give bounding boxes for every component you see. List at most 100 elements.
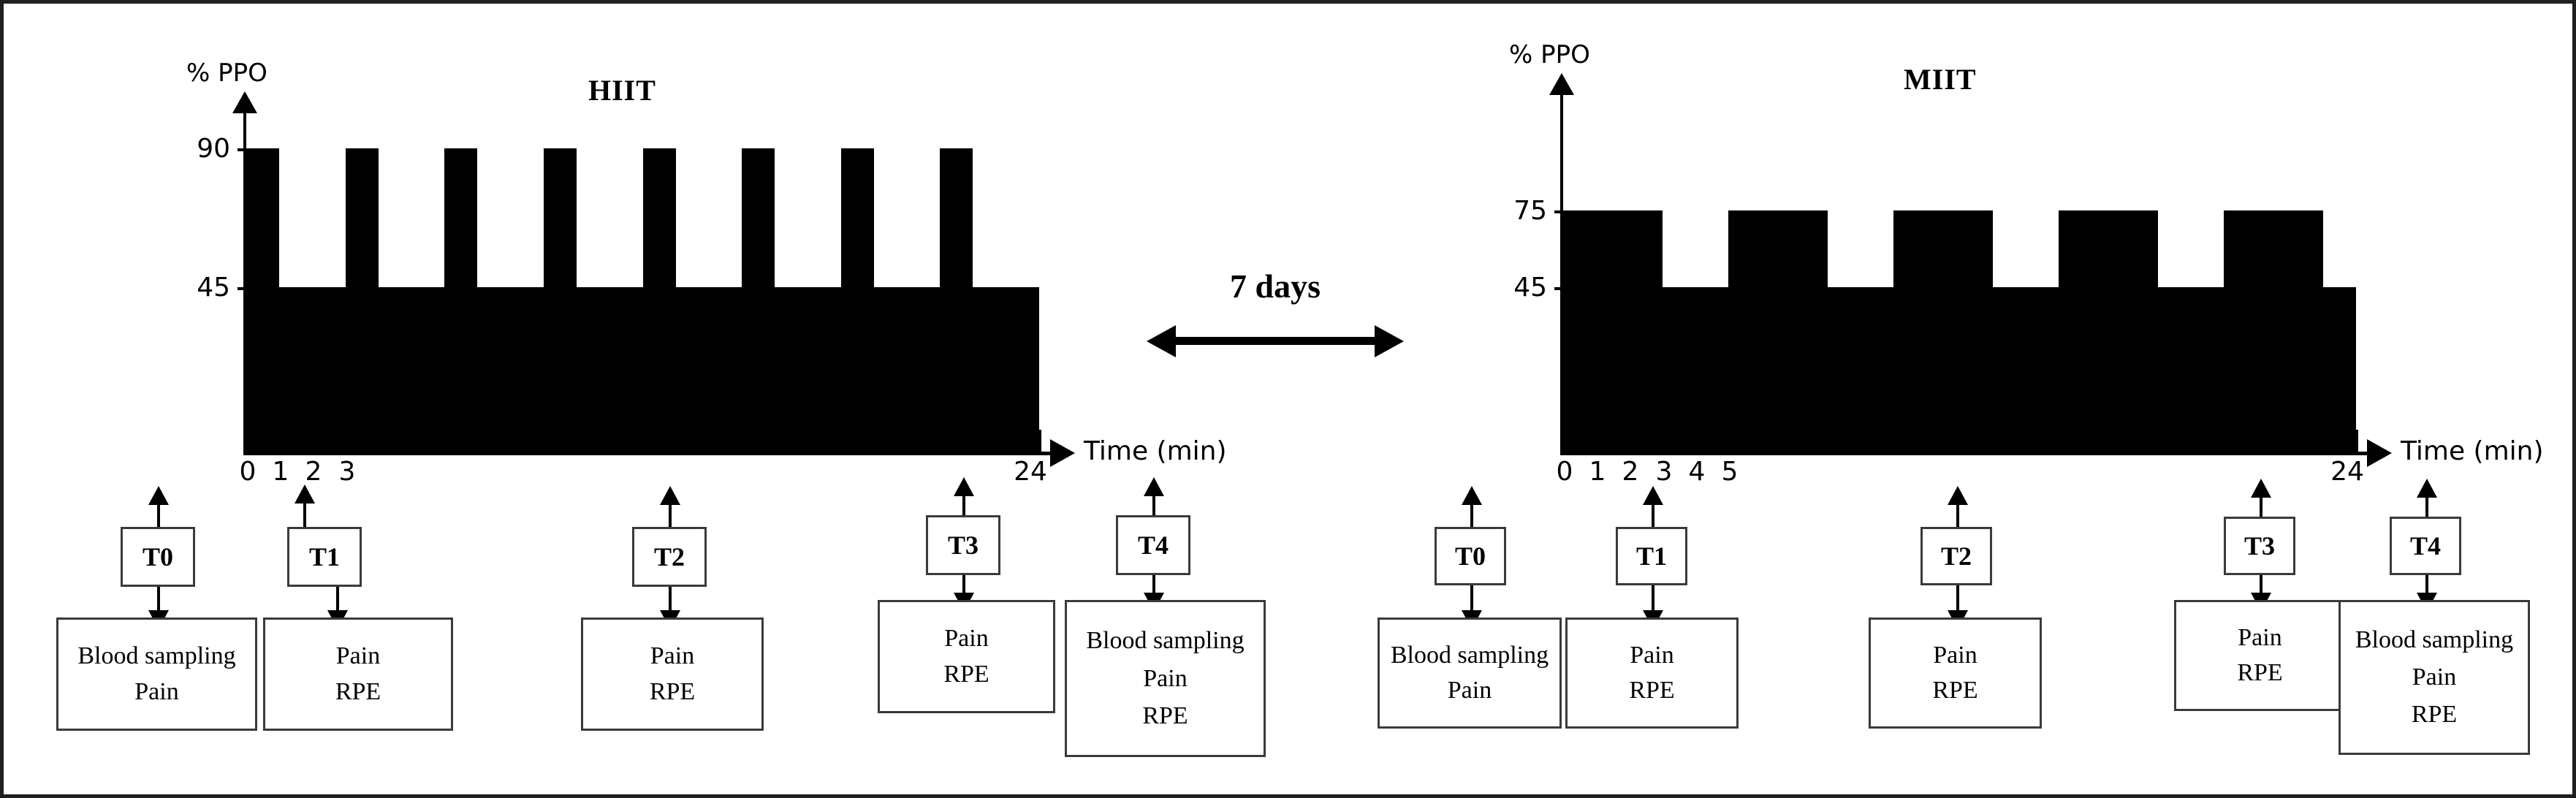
- arrow-up-line: [669, 505, 672, 539]
- arrow-down-line: [2260, 575, 2262, 596]
- arrow-down-line: [1470, 585, 1473, 613]
- interval-label: 7 days: [1230, 267, 1321, 305]
- x-tick-label-miit-24: 24: [2330, 457, 2364, 487]
- measure-box-hiit-t4[interactable]: Blood sampling Pain RPE: [1065, 600, 1266, 757]
- arrow-up-head-icon: [148, 486, 169, 505]
- measure-item: Blood sampling: [1390, 642, 1549, 669]
- measure-item: RPE: [335, 678, 381, 705]
- measure-item: Pain: [134, 678, 179, 705]
- measure-item: Pain: [944, 625, 989, 652]
- x-tick-label-hiit-3: 3: [338, 457, 356, 487]
- measure-box-hiit-t2[interactable]: Pain RPE: [581, 618, 764, 731]
- arrow-down-line: [669, 587, 672, 613]
- measure-box-miit-t1[interactable]: Pain RPE: [1565, 618, 1739, 729]
- arrow-down-line: [2425, 575, 2428, 596]
- timepoint-label-miit-t1[interactable]: T1: [1616, 527, 1687, 585]
- y-tick-mark-miit-75: [1554, 210, 1568, 213]
- arrow-up-head-icon: [2251, 479, 2271, 498]
- measure-item: RPE: [1629, 677, 1675, 704]
- x-axis-label-miit: Time (min): [2401, 436, 2544, 466]
- timepoint-label-hiit-t4[interactable]: T4: [1116, 515, 1190, 575]
- measure-item: RPE: [1932, 677, 1978, 704]
- y-axis-line-miit: [1560, 94, 1563, 455]
- measure-item: Pain: [1933, 642, 1977, 669]
- chart-title-miit: MIIT: [1904, 63, 1977, 96]
- x-tick-label-hiit-1: 1: [272, 457, 289, 487]
- measure-box-miit-t4[interactable]: Blood sampling Pain RPE: [2338, 600, 2530, 755]
- measure-item: RPE: [2237, 659, 2283, 686]
- arrow-down-line: [1652, 585, 1654, 613]
- measure-item: Pain: [335, 642, 381, 669]
- x-tick-label-miit-4: 4: [1688, 457, 1706, 487]
- measure-item: RPE: [943, 661, 989, 688]
- y-tick-mark-miit-45: [1554, 287, 1568, 290]
- arrow-down-line: [157, 587, 160, 613]
- arrow-up-line: [303, 503, 306, 539]
- arrow-up-line: [2260, 498, 2262, 520]
- x-axis-line-miit: [1560, 452, 2368, 455]
- interval-between-sessions: 7 days: [1144, 267, 1407, 369]
- arrow-down-line: [962, 575, 965, 596]
- arrow-up-line: [2425, 498, 2428, 520]
- arrow-right-head-icon: [1375, 325, 1404, 357]
- y-axis-label-miit: % PPO: [1509, 40, 1590, 69]
- measure-item: RPE: [649, 678, 696, 705]
- arrow-up-line: [1956, 505, 1959, 539]
- measure-box-hiit-t3[interactable]: Pain RPE: [878, 600, 1055, 713]
- arrow-up-head-icon: [1144, 477, 1164, 496]
- measure-item: Pain: [2412, 664, 2457, 691]
- arrow-up-line: [1652, 505, 1654, 539]
- arrow-down-line: [1956, 585, 1959, 613]
- y-tick-mark-hiit-90: [238, 148, 251, 151]
- measure-box-miit-t2[interactable]: Pain RPE: [1869, 618, 2042, 729]
- measure-box-miit-t0[interactable]: Blood sampling Pain: [1378, 618, 1562, 729]
- measure-item: Pain: [1143, 664, 1188, 692]
- timepoint-label-hiit-t2[interactable]: T2: [632, 527, 707, 587]
- measure-item: RPE: [2411, 701, 2458, 728]
- arrow-up-line: [1470, 505, 1473, 539]
- chart-title-hiit: HIIT: [588, 74, 656, 107]
- x-tick-label-miit-0: 0: [1556, 457, 1573, 487]
- measure-item: Blood sampling: [77, 642, 236, 669]
- measure-item: Pain: [2238, 624, 2282, 651]
- arrow-up-head-icon: [295, 484, 315, 503]
- panel-hiit: HIIT % PPO Time (min) 90 45: [4, 4, 1266, 794]
- timepoint-label-miit-t0[interactable]: T0: [1435, 527, 1506, 585]
- measure-item: Blood sampling: [2355, 626, 2514, 653]
- arrow-up-head-icon: [1643, 486, 1663, 505]
- measure-item: Blood sampling: [1086, 626, 1245, 654]
- timepoint-label-miit-t2[interactable]: T2: [1920, 527, 1992, 585]
- arrow-bar: [1173, 337, 1378, 345]
- arrow-up-head-icon: [954, 477, 974, 496]
- arrow-up-line: [1152, 496, 1155, 520]
- timepoint-label-hiit-t1[interactable]: T1: [287, 527, 362, 587]
- x-axis-arrowhead-hiit: [1050, 439, 1075, 467]
- y-axis-arrowhead-hiit: [232, 91, 257, 113]
- x-tick-label-miit-2: 2: [1622, 457, 1639, 487]
- measure-item: Pain: [650, 642, 695, 669]
- arrow-up-line: [157, 505, 160, 539]
- y-tick-mark-hiit-45: [238, 287, 251, 290]
- timepoint-label-miit-t3[interactable]: T3: [2224, 517, 2295, 575]
- arrow-up-head-icon: [2417, 479, 2437, 498]
- x-tick-label-miit-3: 3: [1655, 457, 1673, 487]
- arrow-up-line: [962, 496, 965, 520]
- x-axis-label-hiit: Time (min): [1084, 436, 1227, 466]
- arrow-down-line: [336, 587, 339, 613]
- x-axis-arrowhead-miit: [2367, 439, 2392, 467]
- measure-item: Pain: [1447, 677, 1492, 704]
- timepoint-label-miit-t4[interactable]: T4: [2390, 517, 2461, 575]
- y-tick-label-miit-75: 75: [1513, 196, 1547, 226]
- y-tick-label-miit-45: 45: [1513, 273, 1547, 303]
- measure-item: Pain: [1630, 642, 1674, 669]
- y-axis-label-hiit: % PPO: [186, 58, 267, 88]
- arrow-down-line: [1152, 575, 1155, 596]
- timepoint-label-hiit-t0[interactable]: T0: [121, 527, 195, 587]
- arrow-up-head-icon: [1462, 486, 1482, 505]
- measure-box-hiit-t1[interactable]: Pain RPE: [263, 618, 453, 731]
- x-tick-label-miit-5: 5: [1721, 457, 1739, 487]
- timepoint-label-hiit-t3[interactable]: T3: [926, 515, 1000, 575]
- measure-box-miit-t3[interactable]: Pain RPE: [2174, 600, 2346, 711]
- measure-box-hiit-t0[interactable]: Blood sampling Pain: [56, 618, 257, 731]
